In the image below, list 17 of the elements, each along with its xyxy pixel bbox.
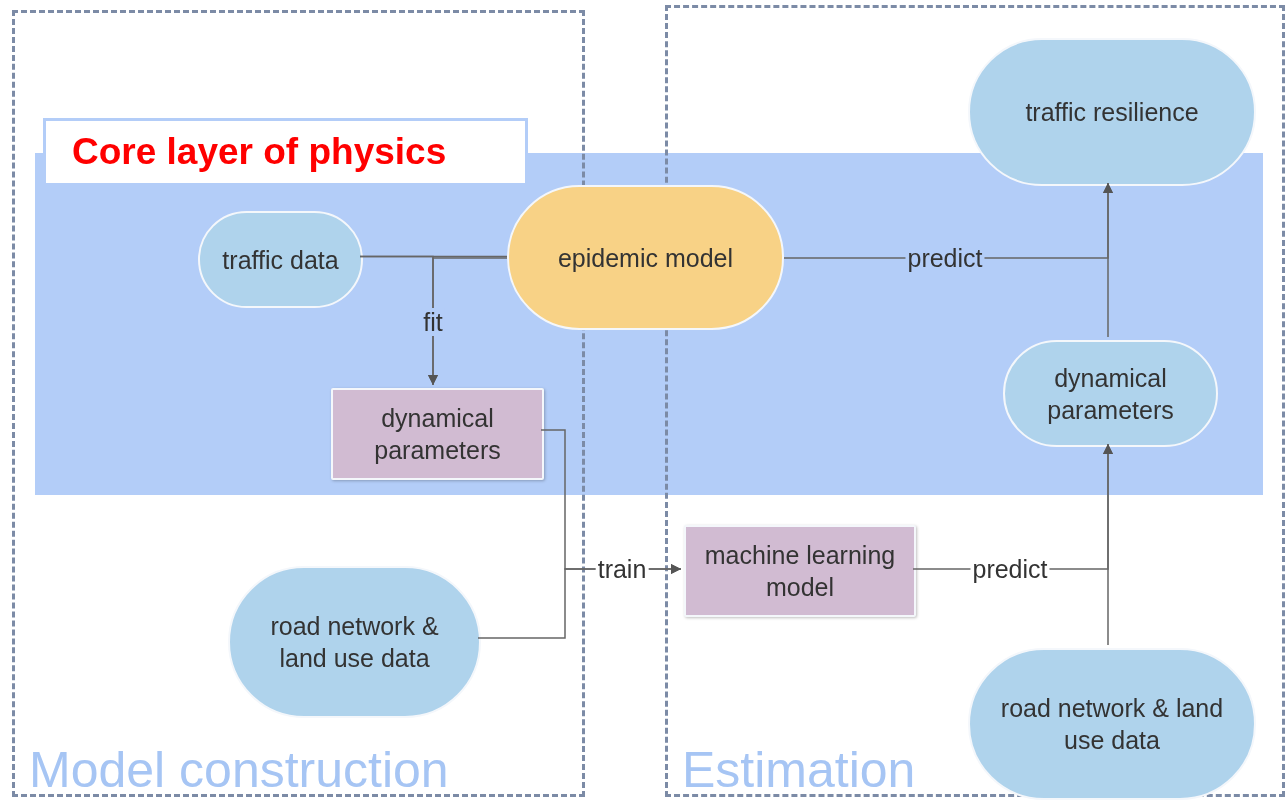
process-box [331,388,544,480]
region-title: Model construction [29,742,449,798]
arrow [1103,443,1113,646]
node-label: traffic data [222,244,339,276]
node-label: epidemic model [557,242,734,274]
layer-title: Core layer of physics [72,132,447,172]
edge-label: fit [421,308,445,336]
node-label: dynamical parameters [1046,362,1175,426]
title-box [43,118,528,186]
node-label: traffic resilience [1025,97,1199,128]
node-label: road network & land use data [999,693,1225,756]
process-box [684,525,916,617]
arrow [1103,182,1113,338]
node-label: road network & land use data [269,611,440,674]
node-label: machine learning model [704,540,896,603]
region-title: Estimation [682,742,916,798]
node-label: dynamical parameters [373,403,502,466]
